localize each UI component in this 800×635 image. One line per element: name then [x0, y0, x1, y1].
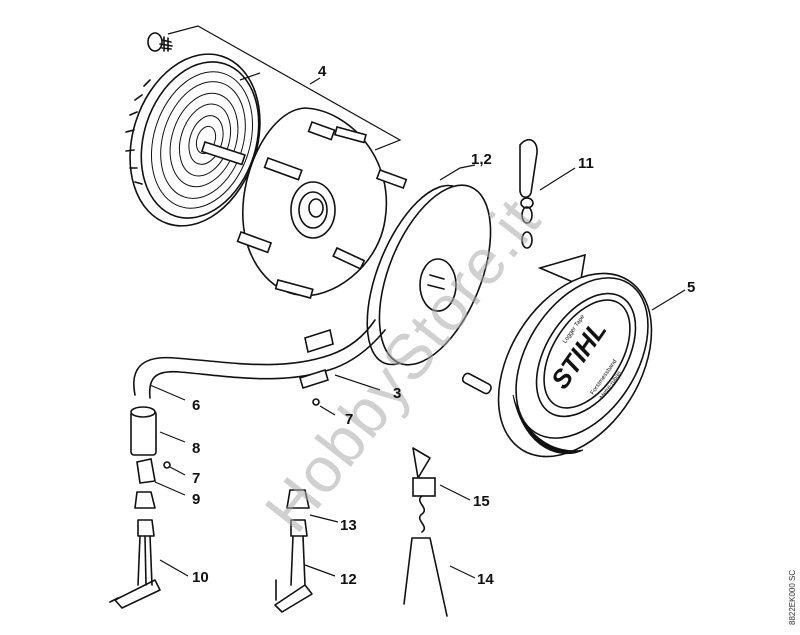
hook-14-part	[403, 447, 448, 617]
part-label-11: 11	[578, 155, 594, 172]
part-label-12: 12	[340, 571, 357, 588]
sleeve-part	[130, 406, 157, 456]
leader-lines	[149, 164, 686, 579]
hook-12-part	[274, 489, 313, 613]
tape-reel-part	[366, 184, 492, 366]
end-plate-part	[136, 458, 156, 484]
tape-strip-part	[133, 319, 386, 399]
part-label-10: 10	[192, 569, 209, 586]
part-label-7-lower: 7	[192, 470, 201, 487]
screw-part	[147, 32, 173, 52]
part-label-14: 14	[477, 571, 494, 588]
part-label-4: 4	[318, 63, 327, 80]
back-plate	[236, 107, 408, 299]
part-label-5: 5	[687, 279, 696, 296]
rivet-part	[312, 398, 320, 406]
part-label-6: 6	[192, 397, 201, 414]
drawing-code: 8822EK000 SC	[788, 569, 797, 625]
part-label-13: 13	[340, 517, 357, 534]
part-label-3: 3	[393, 385, 402, 402]
part-label-8: 8	[192, 440, 201, 457]
part-label-9: 9	[192, 491, 201, 508]
snap-hook-part	[519, 138, 538, 249]
part-label-1-2: 1,2	[471, 151, 492, 168]
rivet-part	[163, 461, 171, 469]
spring-cassette	[125, 53, 261, 227]
part-label-7-upper: 7	[345, 411, 354, 428]
leader-4	[167, 25, 402, 151]
part-label-15: 15	[473, 493, 490, 510]
pin-part	[461, 372, 492, 395]
housing-part: STIHL Logger Tape Forstmessband Metre-ru…	[497, 253, 653, 458]
hook-10-part	[109, 491, 161, 609]
